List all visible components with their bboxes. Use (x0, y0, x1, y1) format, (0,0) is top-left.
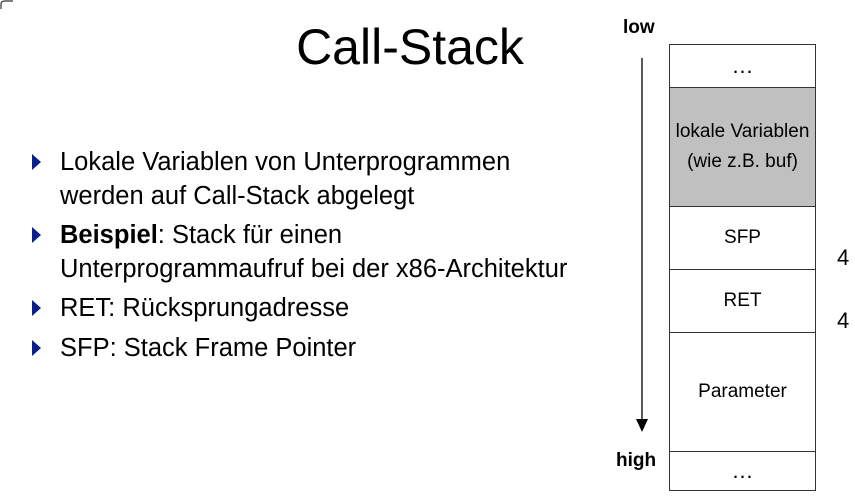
bullet-item: Lokale Variablen von Unterprogrammen wer… (30, 146, 590, 213)
bullet-arrow-icon (32, 339, 41, 356)
stack-cell-ret: RET (670, 270, 815, 333)
corner-mark (0, 0, 13, 9)
bullet-text: RET: Rücksprungadresse (60, 294, 350, 322)
bullet-arrow-icon (32, 300, 41, 316)
bullet-item: Beispiel: Stack für einen Unterprogramma… (30, 219, 590, 286)
stack-cell-sfp: SFP (670, 207, 815, 270)
bullet-bold-text: Beispiel (60, 221, 158, 249)
bullet-item: SFP: Stack Frame Pointer (30, 332, 590, 366)
stack-cell-bottom-ellipsis: … (731, 458, 754, 483)
slide-title: Call-Stack (296, 19, 524, 75)
bullet-list: Lokale Variablen von Unterprogrammen wer… (30, 146, 590, 371)
bullet-item: RET: Rücksprungadresse (30, 292, 590, 326)
bullet-arrow-icon (32, 154, 41, 170)
bullet-text: : Stack für einen Unterprogrammaufruf be… (60, 221, 568, 283)
bullet-arrow-icon (32, 227, 41, 243)
low-label: low (623, 17, 655, 38)
stack-cell-top-ellipsis: … (670, 45, 815, 88)
bullet-text: SFP: Stack Frame Pointer (60, 333, 357, 362)
bullet-text: Lokale Variablen von Unterprogrammen wer… (60, 148, 511, 210)
size-label: 4 (837, 245, 850, 270)
down-arrow-icon (636, 58, 648, 432)
stack-cell-parameter: Parameter (670, 333, 815, 452)
size-label: 4 (837, 308, 850, 333)
stack-diagram: … lokale Variablen (wie z.B. buf) SFP RE… (669, 44, 816, 491)
stack-cell-local-variables: lokale Variablen (wie z.B. buf) (670, 88, 815, 207)
high-label: high (616, 450, 657, 471)
